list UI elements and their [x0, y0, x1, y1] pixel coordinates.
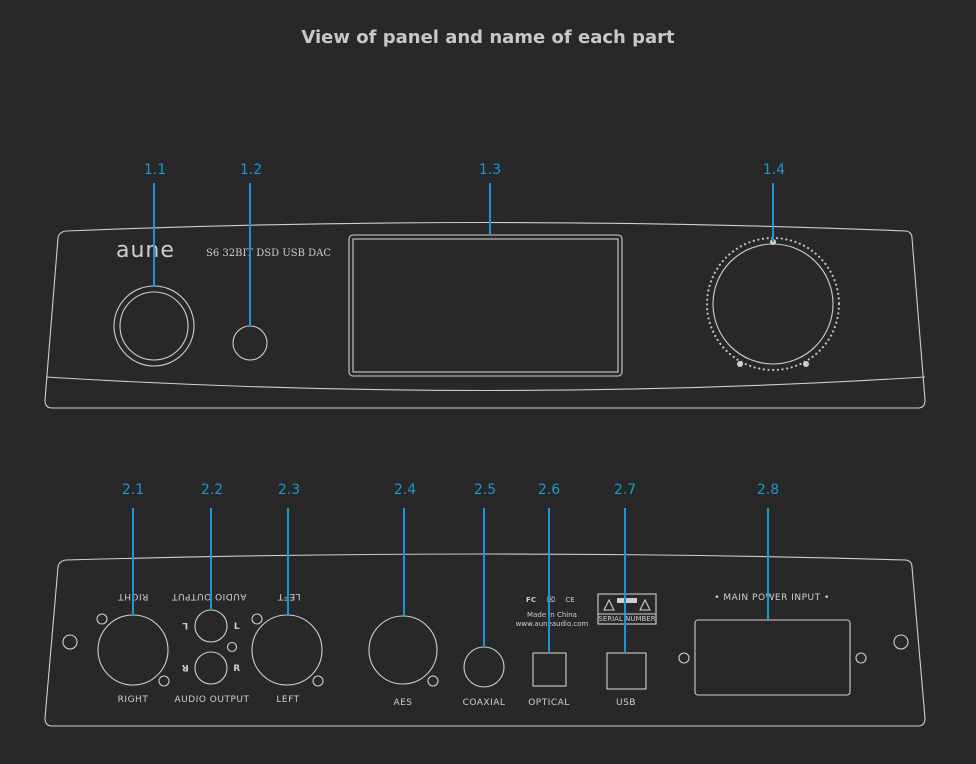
rear-panel: RIGHT RIGHT AUDIO OUTPUT L L R R AUDIO O… [44, 482, 926, 727]
volume-min-dot [737, 361, 743, 367]
callout-2-8: 2.8 [757, 482, 779, 498]
xlr-right-label: RIGHT [118, 695, 149, 705]
front-panel-outline [44, 221, 926, 409]
rca-r-label: R [233, 664, 240, 674]
model-name: S6 32BIT DSD USB DAC [206, 248, 331, 259]
screw-hole [312, 675, 324, 687]
power-knob [119, 291, 189, 361]
callout-2-6: 2.6 [538, 482, 560, 498]
front-panel-bevel [45, 376, 926, 392]
power-inlet [694, 619, 851, 696]
display-bezel [348, 234, 623, 377]
brand-logo: aune [116, 238, 175, 263]
optical-label: OPTICAL [528, 698, 570, 708]
callout-1-4: 1.4 [763, 162, 785, 178]
aes-connector [368, 615, 438, 685]
aes-label: AES [393, 698, 412, 708]
rear-panel-outline [44, 553, 926, 727]
rca-left-connector [194, 609, 228, 643]
volume-knob [712, 243, 834, 365]
rca-r-label-inverted: R [181, 662, 188, 672]
screw-hole [427, 675, 439, 687]
front-panel: aune S6 32BIT DSD USB DAC 1.1 1.2 1.3 1.… [44, 162, 926, 409]
usb-connector [606, 652, 647, 690]
warning-label: SERIAL NUMBER [597, 593, 657, 625]
callout-1-1: 1.1 [144, 162, 166, 178]
fcc-mark: FC [526, 596, 536, 604]
screw-hole [251, 613, 263, 625]
callout-2-4: 2.4 [394, 482, 416, 498]
display-screen [352, 238, 619, 373]
callout-2-1: 2.1 [122, 482, 144, 498]
callout-2-5: 2.5 [474, 482, 496, 498]
ce-mark: CE [565, 596, 574, 604]
main-power-input-label: • MAIN POWER INPUT • [714, 593, 830, 603]
audio-output-label: AUDIO OUTPUT [175, 695, 250, 705]
website-label: www.auneaudio.com [516, 620, 589, 628]
rca-right-connector [194, 651, 228, 685]
xlr-left-label: LEFT [276, 695, 299, 705]
power-knob-outer [113, 285, 195, 367]
callout-2-3: 2.3 [278, 482, 300, 498]
callout-2-2: 2.2 [201, 482, 223, 498]
optical-connector [532, 652, 567, 687]
rca-l-label: L [234, 622, 240, 632]
diagram-title: View of panel and name of each part [301, 27, 675, 48]
screw-hole [678, 652, 690, 664]
warning-triangle-icon [639, 598, 651, 611]
usb-label: USB [616, 698, 636, 708]
xlr-right-connector [97, 614, 169, 686]
coaxial-connector [463, 646, 505, 688]
serial-number-label: SERIAL NUMBER [598, 615, 655, 623]
weee-icon: ⌧ [547, 596, 555, 604]
screw-hole [855, 652, 867, 664]
volume-max-dot [803, 361, 809, 367]
callout-1-3: 1.3 [479, 162, 501, 178]
audio-output-label-inverted: AUDIO OUTPUT [172, 591, 247, 601]
rca-l-label-inverted: L [182, 620, 188, 630]
headphone-button [232, 325, 268, 361]
volume-scale-dots [705, 236, 841, 372]
screw-hole [226, 641, 238, 653]
callout-2-7: 2.7 [614, 482, 636, 498]
screw-hole [96, 613, 108, 625]
mount-hole-right [893, 634, 909, 650]
screw-hole [158, 675, 170, 687]
warning-triangle-icon [603, 598, 615, 611]
mount-hole-left [62, 634, 78, 650]
coaxial-label: COAXIAL [463, 698, 506, 708]
callout-1-2: 1.2 [240, 162, 262, 178]
xlr-left-connector [251, 614, 323, 686]
made-in-label: Made in China [527, 611, 577, 619]
